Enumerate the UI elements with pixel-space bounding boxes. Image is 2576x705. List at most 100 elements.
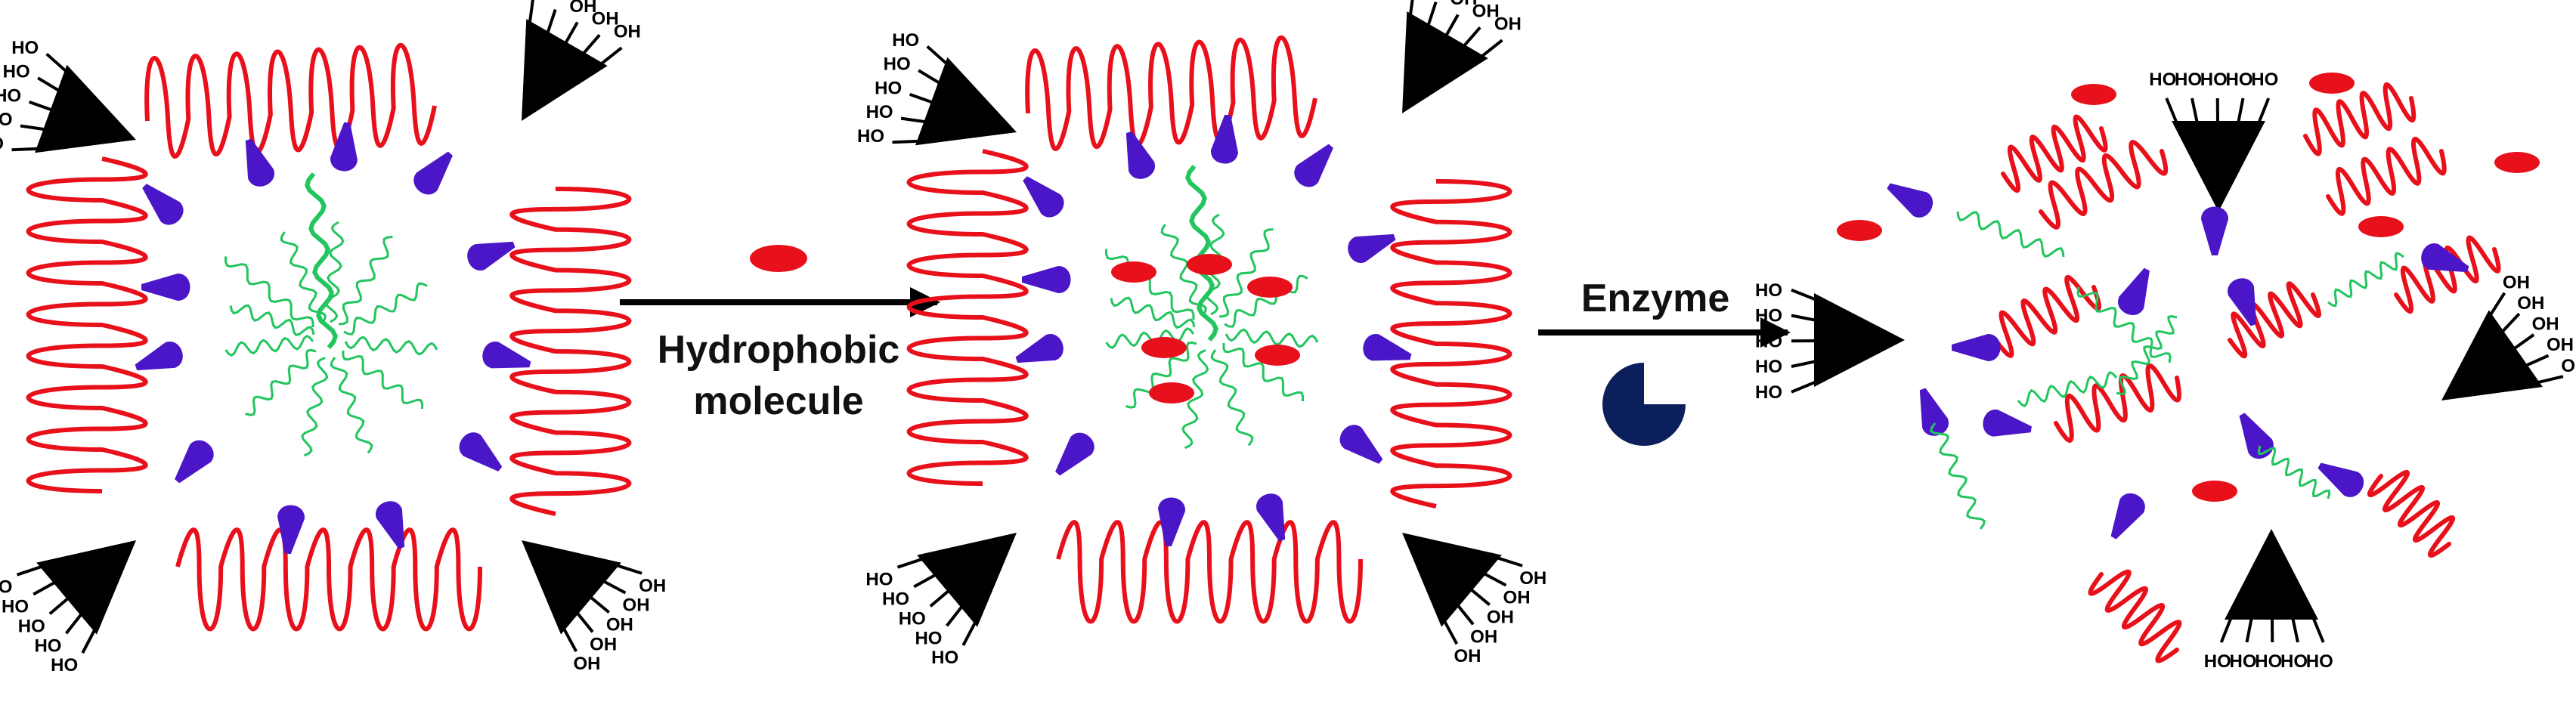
linker-chain [301,357,329,457]
linker-chain [330,357,373,454]
linker-chain [2116,314,2178,396]
dendron-branch [961,615,980,647]
hydrophobic-head [1256,493,1286,542]
dendron-branch [896,555,929,569]
hydroxyl-label: HO [18,616,45,636]
hydroxyl-label: HO [2,597,29,617]
hydroxyl-label: OH [1494,14,1522,35]
linker-chain [1224,274,1308,328]
hydrophobic-head [2201,206,2228,255]
dendron-branch [2191,97,2200,129]
dendron-branch [595,46,623,70]
drug-molecule [2192,481,2237,502]
hydroxyl-label: HO [0,110,13,130]
dendron-wedge [2172,121,2265,212]
polymer-shell [509,187,632,516]
polymer-shell [1390,179,1512,509]
drug-molecule [2358,216,2404,237]
linker-chain [1225,328,1319,348]
hydroxyl-label: OH [592,9,619,29]
hydroxyl-label: HO [51,655,78,676]
hydroxyl-label: HO [2280,651,2308,672]
hydrophobic-head [2228,278,2257,326]
hydrophobic-head [1294,144,1333,187]
dendron-branch [1791,288,1822,304]
polymer-chain [2326,137,2447,216]
hydroxyl-label: HO [866,102,893,122]
dendron-branch [571,607,594,633]
linker-chain [245,348,317,416]
dendron-branch [81,623,100,654]
hydroxyl-label: HO [2251,70,2278,90]
drug-molecule [2494,152,2540,173]
hydrophobic-head [1952,334,2001,361]
dendron-branch [1441,14,1460,42]
hydroxyl-label: HO [857,126,884,147]
dendron-branch [1791,314,1822,323]
dendron-branch [946,600,968,627]
hydroxyl-label: OH [547,0,574,4]
hydrophobic-head [1015,334,1064,363]
hydrophobic-head [1983,410,2032,437]
hydroxyl-label: OH [1503,588,1531,608]
hydroxyl-label: HO [931,648,958,668]
polymer-chain [2001,114,2108,193]
hydrophobic-head [277,505,305,555]
hydroxyl-label: HO [0,85,21,106]
hydrophobic-head [1022,266,1071,293]
dendron-branch [2485,292,2506,322]
hydroxyl-label: OH [2517,293,2544,314]
dendron-branch [929,585,955,608]
hydrophobic-head [1348,233,1396,263]
hydroxyl-label: OH [2532,314,2559,335]
dendron-branch [2508,333,2535,354]
hydroxyl-label: OH [614,22,641,42]
polymer-chain [2394,235,2501,314]
dendron-branch [2235,97,2245,129]
linker-chain [1105,249,1195,320]
dendron-branch [16,563,48,577]
hydroxyl-label: HO [1755,357,1782,377]
dendron-wedge [36,540,136,635]
dendron-branch [1491,554,1523,567]
dendron-branch [892,139,925,144]
hydroxyl-label: HO [882,589,909,610]
drug-molecule [1837,220,1882,241]
dendron-branch [926,45,953,70]
hydroxyl-label: HO [0,577,12,598]
dendron-branch [918,69,946,88]
dendron-wedge [1402,533,1502,627]
dendron-branch [1465,584,1491,607]
hydroxyl-label: HO [1755,331,1782,351]
dendron-branch [2255,97,2271,129]
polymer-chain [2054,363,2181,443]
linker-chain [2017,370,2118,408]
dendron-branch [1475,39,1503,62]
hydroxyl-label: HO [915,628,942,648]
dendron-wedge [522,19,608,121]
polymer-chain [2088,569,2182,663]
dendron-branch [33,578,61,596]
hydrophobic-head [482,342,531,369]
hydrophobic-head [1158,497,1185,547]
linker-chain [342,350,424,410]
hydroxyl-label: HO [1755,280,1782,301]
hydroxyl-label: HO [11,38,39,58]
hydroxyl-label: OH [1454,646,1481,666]
linker-chain [1125,341,1197,409]
polymer-shell [906,149,1029,486]
hydroxyl-label: OH [2503,272,2530,292]
dendron-branch [1791,378,1822,394]
linker-chain [338,236,393,326]
dendron-branch [28,100,58,114]
hydroxyl-label: OH [590,634,617,654]
hydrophobic-head [142,184,184,225]
hydrophobic-head [413,151,453,195]
polymer-chain [2039,140,2169,230]
